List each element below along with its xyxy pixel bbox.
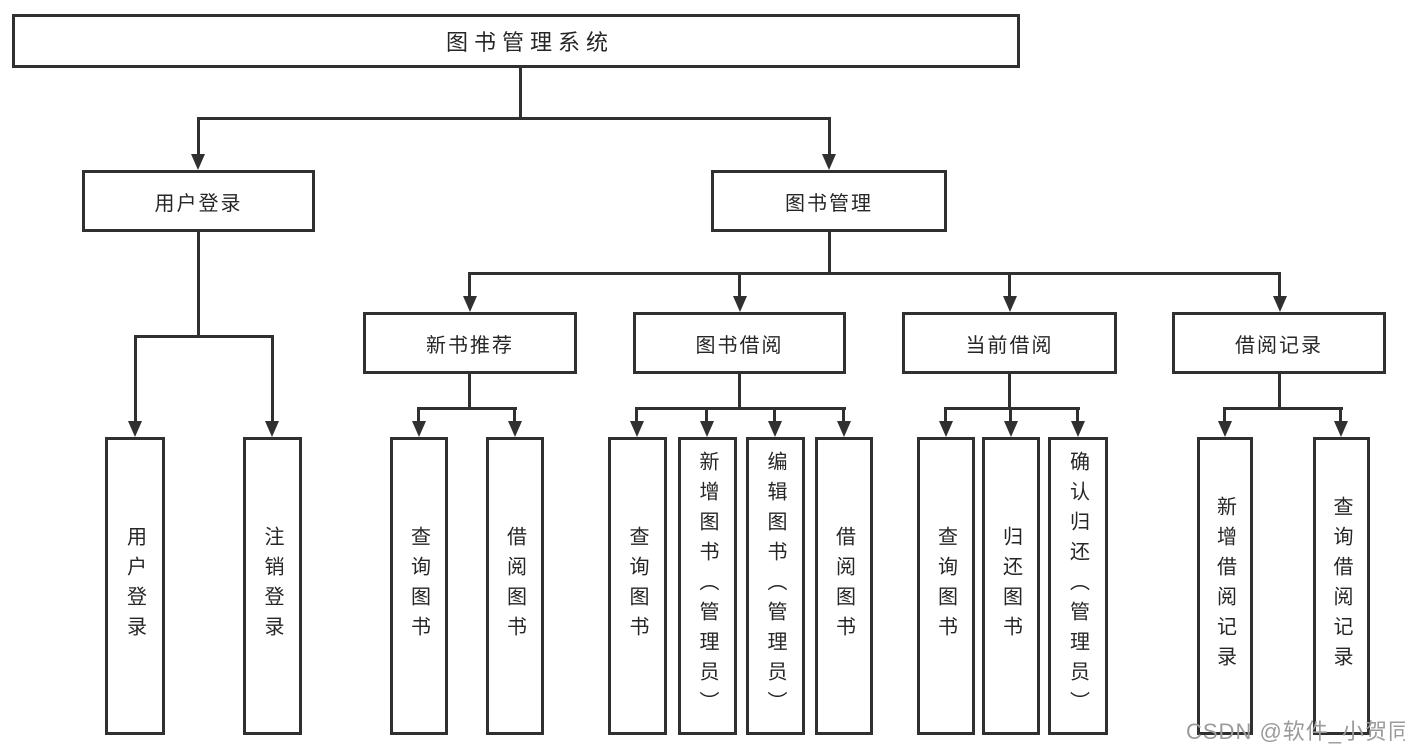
connector-drop-confirm-return xyxy=(1076,407,1079,421)
arrowhead-borrow-book-1 xyxy=(508,421,522,437)
arrowhead-user-login xyxy=(191,154,205,170)
arrowhead-query-book-1 xyxy=(412,421,426,437)
connector-level2-branch xyxy=(197,117,831,120)
arrowhead-current-borrow xyxy=(1003,296,1017,312)
arrowhead-borrow-book-2 xyxy=(837,421,851,437)
connector-root-stem xyxy=(519,68,522,117)
connector-borrow-records-branch xyxy=(1223,407,1343,410)
leaf-query-book-current: 查询图书 xyxy=(917,437,975,735)
arrowhead-add-record xyxy=(1218,421,1232,437)
connector-borrow-records-stem xyxy=(1278,374,1281,410)
arrowhead-login-leaf xyxy=(128,421,142,437)
connector-drop-book-borrow xyxy=(738,272,741,296)
connector-drop-borrow-book-1 xyxy=(513,407,516,421)
arrowhead-book-management xyxy=(822,154,836,170)
connector-book-management-stem xyxy=(828,232,831,273)
arrowhead-borrow-records xyxy=(1273,296,1287,312)
connector-user-login-stem xyxy=(197,232,200,338)
node-new-book-recommend: 新书推荐 xyxy=(363,312,577,374)
connector-drop-query-book-2 xyxy=(635,407,638,421)
leaf-query-book-borrowing: 查询图书 xyxy=(608,437,667,735)
connector-new-book-stem xyxy=(468,374,471,410)
arrowhead-logout-leaf xyxy=(265,421,279,437)
arrowhead-edit-book xyxy=(768,421,782,437)
leaf-add-book-admin: 新增图书（管理员） xyxy=(678,437,737,735)
connector-user-login-branch xyxy=(134,335,274,338)
connector-new-book-branch xyxy=(417,407,517,410)
connector-drop-new-book xyxy=(468,272,471,296)
node-current-borrowing: 当前借阅 xyxy=(902,312,1117,374)
connector-book-borrow-branch xyxy=(635,407,846,410)
leaf-borrow-book-recommend: 借阅图书 xyxy=(486,437,544,735)
connector-drop-borrow-records xyxy=(1278,272,1281,296)
arrowhead-query-book-2 xyxy=(630,421,644,437)
connector-drop-logout-leaf xyxy=(271,335,274,421)
leaf-borrow-book: 借阅图书 xyxy=(815,437,873,735)
connector-drop-login-leaf xyxy=(134,335,137,421)
connector-level3-branch xyxy=(468,272,1281,275)
leaf-user-login: 用户登录 xyxy=(105,437,165,735)
node-user-login: 用户登录 xyxy=(82,170,315,232)
leaf-add-borrow-record: 新增借阅记录 xyxy=(1197,437,1253,735)
node-book-borrowing: 图书借阅 xyxy=(633,312,846,374)
connector-current-borrow-branch xyxy=(944,407,1080,410)
connector-drop-add-book xyxy=(705,407,708,421)
connector-book-borrow-stem xyxy=(738,374,741,410)
arrowhead-confirm-return xyxy=(1071,421,1085,437)
arrowhead-return-book xyxy=(1004,421,1018,437)
leaf-edit-book-admin: 编辑图书（管理员） xyxy=(746,437,805,735)
connector-drop-query-record xyxy=(1339,407,1342,421)
connector-drop-add-record xyxy=(1223,407,1226,421)
connector-drop-user-login xyxy=(197,117,200,155)
arrowhead-add-book xyxy=(700,421,714,437)
connector-drop-current-borrow xyxy=(1008,272,1011,296)
leaf-return-book: 归还图书 xyxy=(982,437,1040,735)
arrowhead-book-borrow xyxy=(733,296,747,312)
connector-drop-query-book-3 xyxy=(944,407,947,421)
connector-drop-query-book-1 xyxy=(417,407,420,421)
node-book-management: 图书管理 xyxy=(711,170,947,232)
csdn-watermark: CSDN @软件_小贺同学 xyxy=(1186,719,1405,744)
leaf-query-book-recommend: 查询图书 xyxy=(390,437,448,735)
connector-drop-borrow-book-2 xyxy=(842,407,845,421)
connector-current-borrow-stem xyxy=(1008,374,1011,410)
node-book-management-system: 图书管理系统 xyxy=(12,14,1020,68)
leaf-confirm-return-admin: 确认归还（管理员） xyxy=(1048,437,1108,735)
node-borrowing-records: 借阅记录 xyxy=(1172,312,1386,374)
arrowhead-new-book xyxy=(463,296,477,312)
connector-drop-edit-book xyxy=(773,407,776,421)
leaf-logout: 注销登录 xyxy=(243,437,302,735)
connector-drop-return-book xyxy=(1009,407,1012,421)
arrowhead-query-book-3 xyxy=(939,421,953,437)
connector-drop-book-management xyxy=(828,117,831,155)
leaf-query-borrow-record: 查询借阅记录 xyxy=(1313,437,1370,735)
arrowhead-query-record xyxy=(1334,421,1348,437)
